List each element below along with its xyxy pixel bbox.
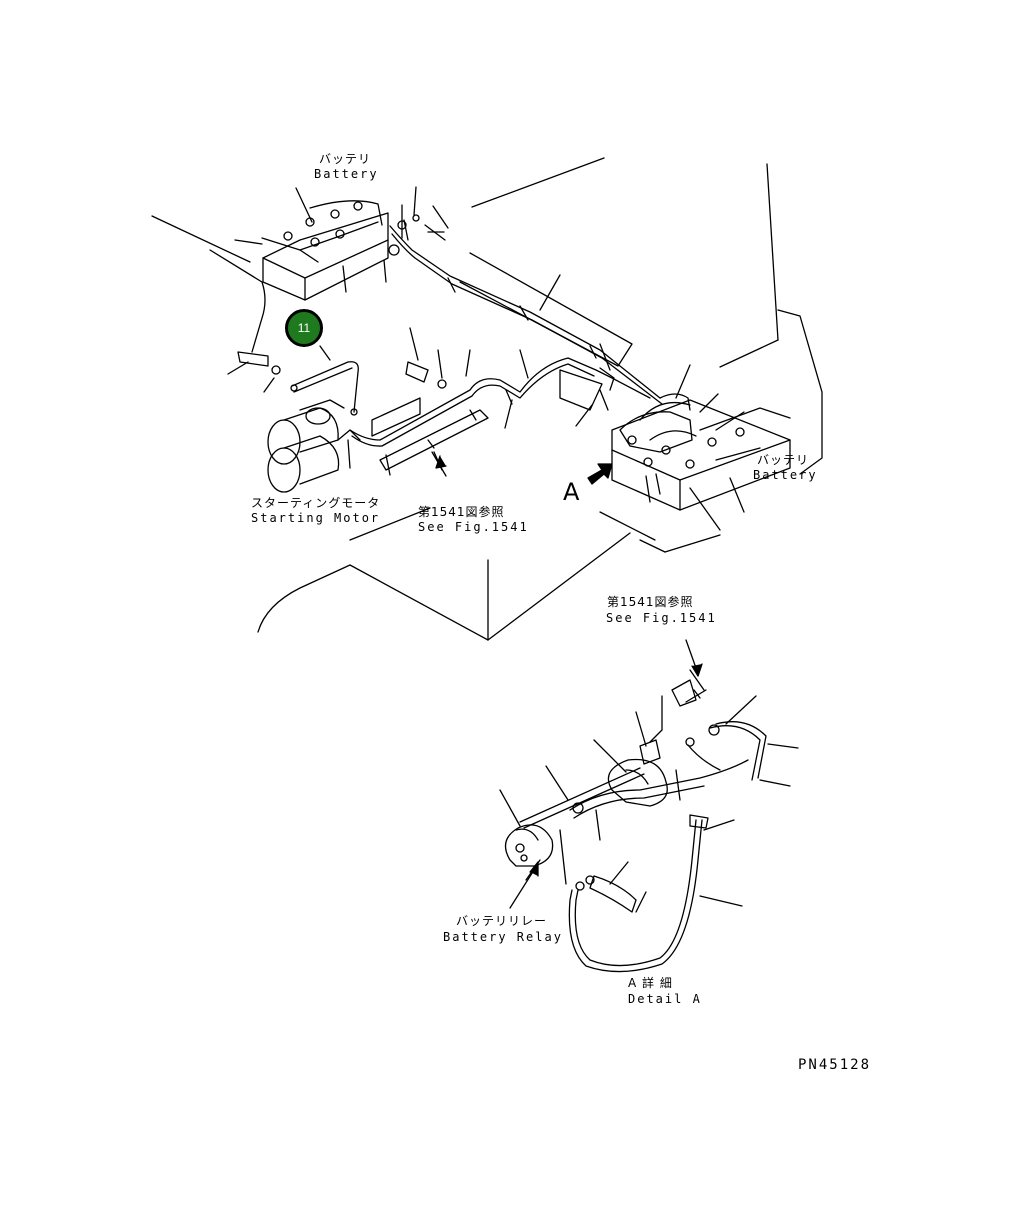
starting-motor-label-en: Starting Motor — [251, 511, 381, 525]
part-number-label: PN45128 — [798, 1057, 872, 1073]
callout-11-button[interactable]: 11 — [285, 309, 323, 347]
callout-number: 11 — [297, 321, 311, 335]
see-fig-center-label-en: See Fig.1541 — [418, 520, 529, 534]
starting-motor-label-jp: スターティングモータ — [251, 496, 381, 510]
center-harness — [349, 327, 651, 477]
main-cable — [389, 186, 663, 405]
leader-lines — [433, 451, 703, 909]
callout-cable — [227, 345, 359, 416]
see-fig-detail-label-en: See Fig.1541 — [606, 611, 717, 625]
see-fig-detail-label-jp: 第1541図参照 — [607, 595, 694, 609]
detail-a-label-en: Detail A — [628, 992, 702, 1006]
battery-top-label-en: Battery — [314, 167, 379, 181]
battery-relay-label-en: Battery Relay — [443, 930, 563, 944]
frame-outline — [151, 157, 823, 641]
view-a-label: A — [563, 478, 580, 506]
battery-relay-label-jp: バッテリリレー — [456, 914, 548, 928]
detail-a — [499, 669, 799, 973]
battery-right-label-en: Battery — [753, 468, 818, 482]
detail-a-label-jp: A 詳 細 — [628, 976, 673, 990]
view-a-arrow — [587, 463, 613, 485]
battery-right — [611, 364, 791, 531]
battery-right-label-jp: バッテリ — [757, 453, 810, 467]
battery-top — [234, 187, 400, 301]
see-fig-center-label-jp: 第1541図参照 — [418, 505, 505, 519]
battery-top-label-jp: バッテリ — [319, 152, 372, 166]
starting-motor — [267, 399, 361, 493]
